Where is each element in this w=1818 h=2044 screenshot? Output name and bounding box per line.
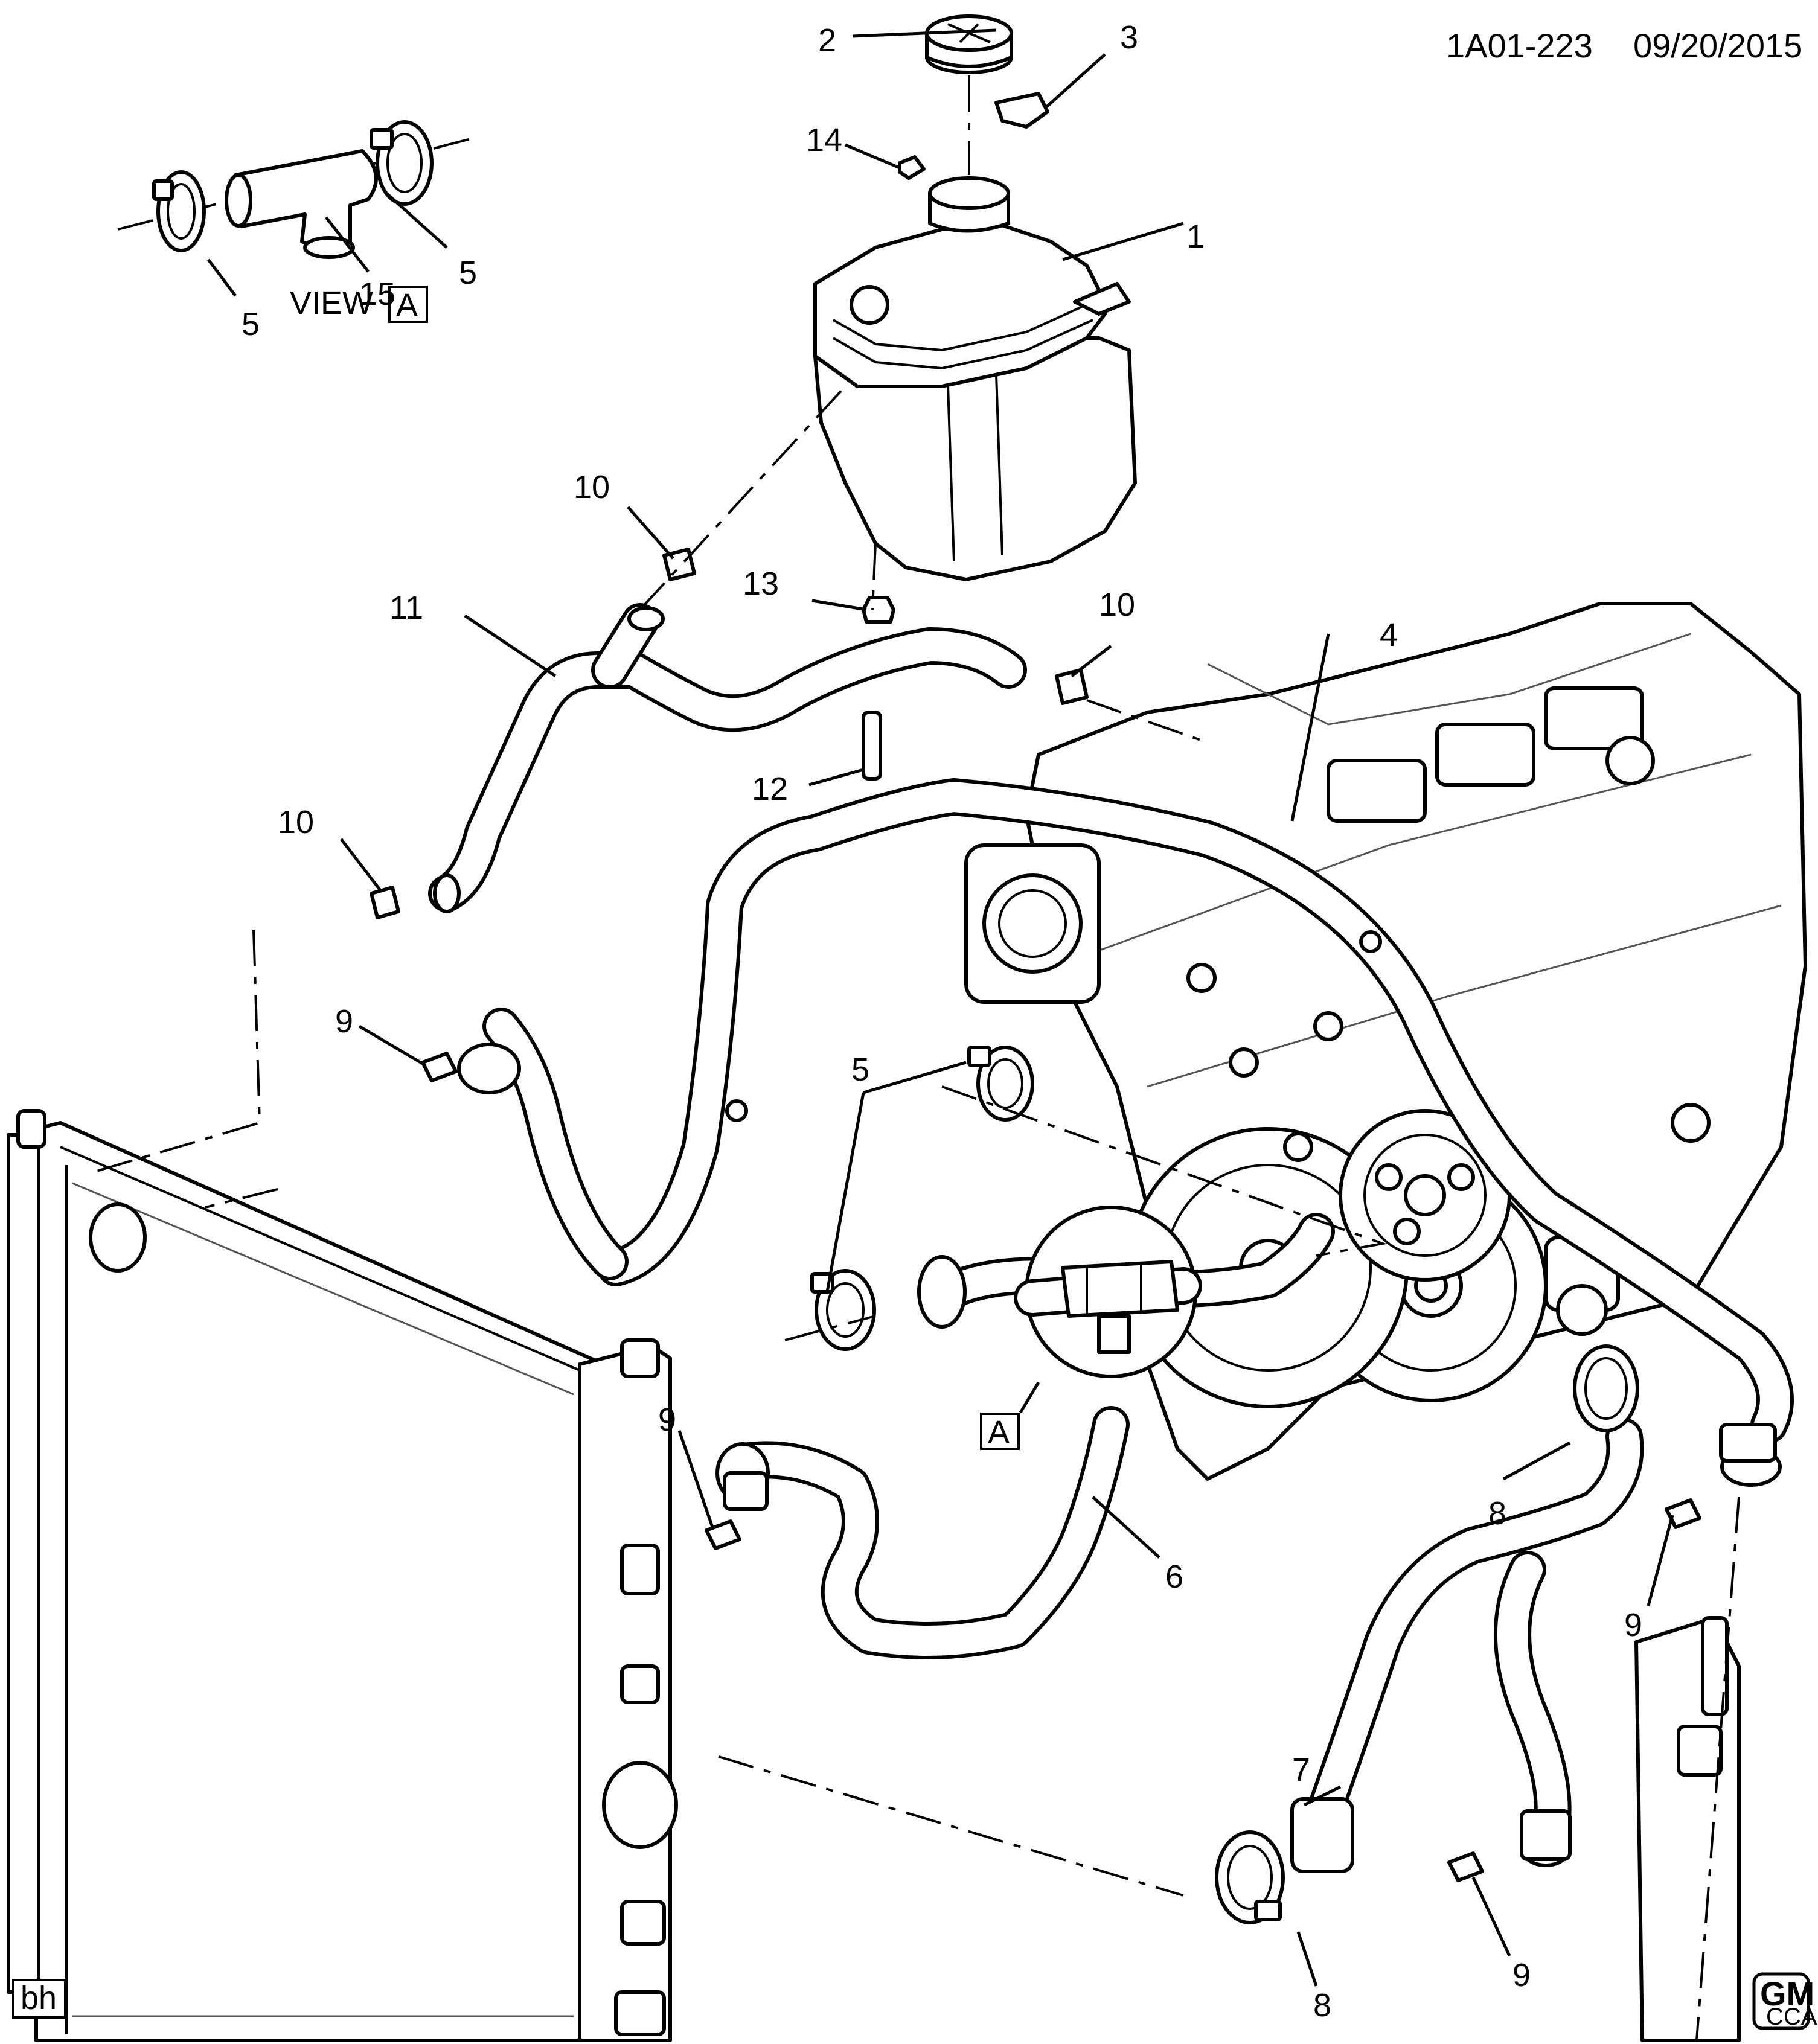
diagram-code: 1A01-223 xyxy=(1446,27,1593,65)
callout-10-a: 10 xyxy=(278,804,314,840)
outlet-hose-7 xyxy=(1290,1418,1644,1873)
callout-9-b: 9 xyxy=(658,1402,676,1438)
svg-text:GM: GM xyxy=(1760,1975,1814,2013)
callout-10-b: 10 xyxy=(574,469,610,505)
radiator xyxy=(7,1109,678,2042)
reservoir-grommet xyxy=(862,596,895,624)
view-letter-box xyxy=(388,286,428,323)
hose-clamp-5-upper xyxy=(967,1046,1034,1122)
hose-clamp-5-lower xyxy=(810,1269,876,1351)
view-a-detail xyxy=(117,120,472,259)
callout-11: 11 xyxy=(389,590,423,626)
callout-2: 2 xyxy=(818,22,836,59)
callout-a-box xyxy=(980,1413,1020,1450)
radiator-left-tank xyxy=(7,1133,40,1994)
callout-5-middle: 5 xyxy=(851,1052,869,1088)
callout-8-upper: 8 xyxy=(1488,1495,1506,1531)
retainer-clip-9-a xyxy=(421,1052,458,1082)
lower-hose-6 xyxy=(715,1406,1130,1659)
callout-14: 14 xyxy=(806,122,842,158)
callout-8-lower: 8 xyxy=(1313,1987,1331,2023)
callout-4: 4 xyxy=(1380,617,1398,653)
diagram-date: 09/20/2015 xyxy=(1633,27,1802,65)
callout-9-a: 9 xyxy=(335,1003,353,1040)
reservoir-nut xyxy=(898,155,926,180)
gm-logo: GM CCA xyxy=(1752,1972,1817,2030)
hose-clamp-10-right xyxy=(1055,668,1089,705)
callout-10-c: 10 xyxy=(1099,587,1135,623)
hose-clamp-8-lower xyxy=(1215,1830,1285,1924)
footer-tag-box xyxy=(12,1979,66,2019)
callout-12: 12 xyxy=(752,771,788,807)
retainer-clip-9-d xyxy=(1447,1851,1484,1882)
callout-9-d: 9 xyxy=(1512,1957,1531,1993)
view-letter: A xyxy=(396,287,418,324)
callout-a-letter: A xyxy=(988,1414,1010,1451)
callout-5-view-left: 5 xyxy=(242,306,260,342)
coolant-reservoir xyxy=(813,176,1137,581)
detail-circle-a xyxy=(1014,1206,1202,1378)
retainer-clip-9-b xyxy=(705,1519,741,1550)
callout-1: 1 xyxy=(1186,219,1205,255)
footer-tag: bh xyxy=(21,1980,57,2016)
svg-text:CCA: CCA xyxy=(1766,2004,1817,2030)
callout-9-c: 9 xyxy=(1624,1607,1642,1643)
heater-hose-4 xyxy=(457,778,1794,1487)
callout-6: 6 xyxy=(1165,1559,1183,1595)
bypass-hose-11 xyxy=(428,603,1027,913)
callout-5-view-right: 5 xyxy=(459,255,477,291)
callout-7: 7 xyxy=(1292,1752,1310,1788)
callout-3: 3 xyxy=(1120,19,1138,56)
callout-13: 13 xyxy=(743,566,779,602)
tee-fitting xyxy=(229,149,378,249)
hose-clamp-8-upper xyxy=(1573,1344,1639,1432)
reservoir-tether-clip xyxy=(994,92,1049,129)
callout-15: 15 xyxy=(359,276,395,312)
retainer-clip-9-c xyxy=(1665,1498,1701,1529)
reservoir-cap xyxy=(925,14,1013,74)
hose-clamp-10-lower xyxy=(370,886,400,919)
view-label: VIEW xyxy=(290,285,373,321)
reservoir-stud xyxy=(862,711,882,781)
side-bracket xyxy=(1634,1616,1741,2042)
